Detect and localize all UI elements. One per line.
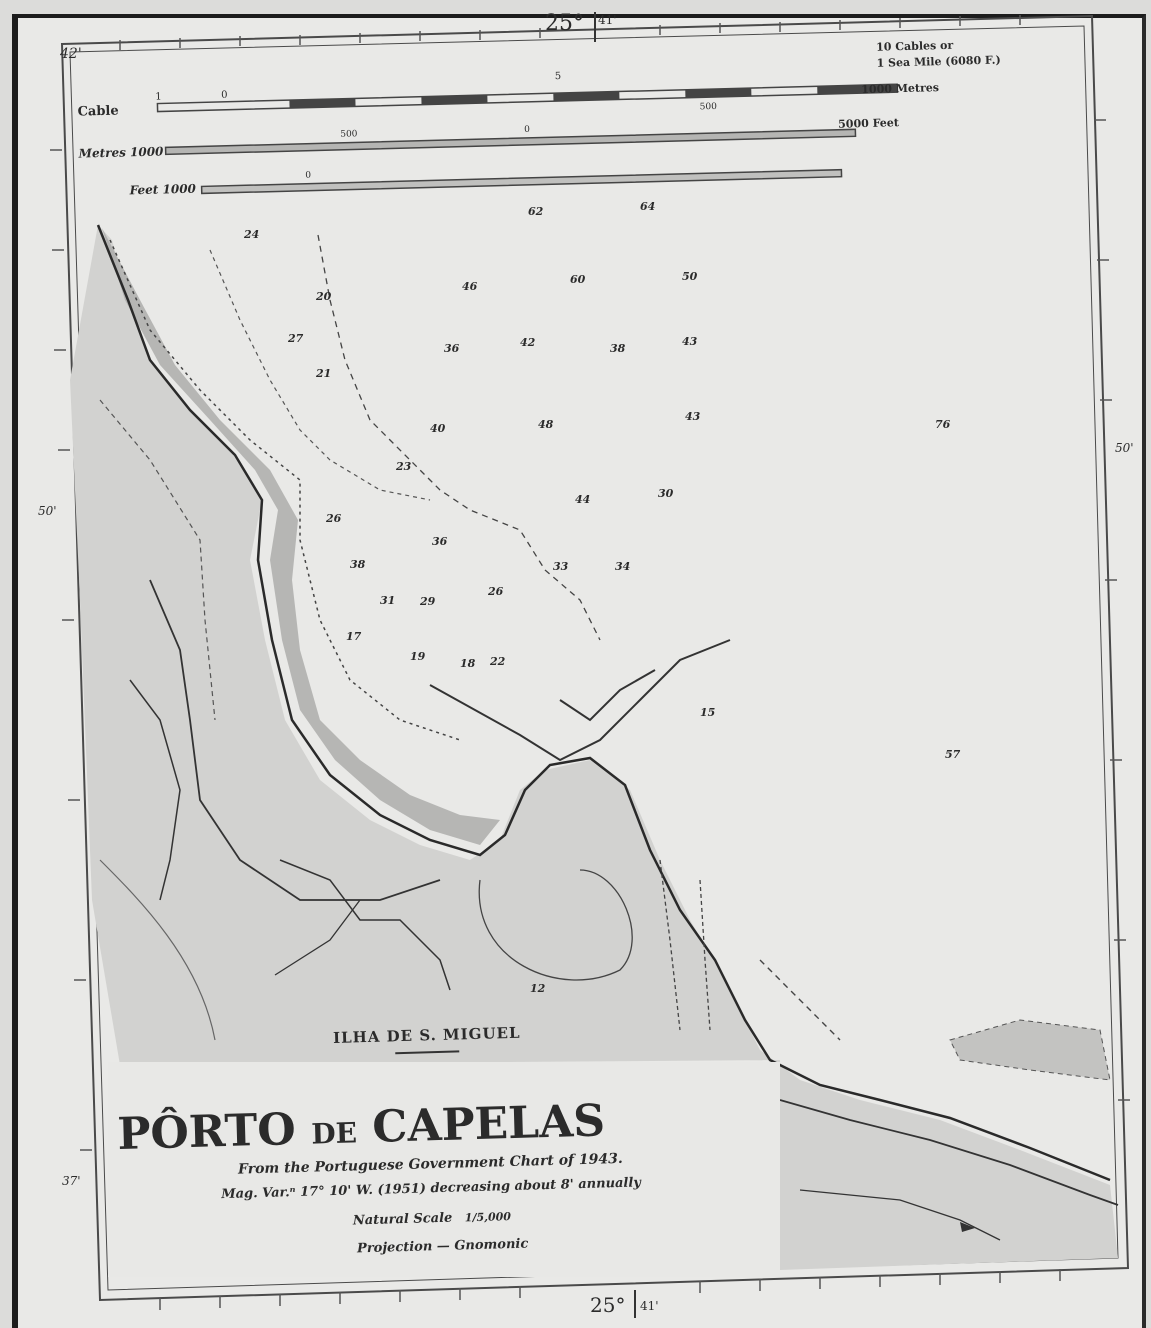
scale-bar: Cable 1 0 5 10 Cables or 1 Sea Mile (608… — [77, 39, 1000, 198]
sounding: 38 — [350, 558, 366, 571]
southern-shore — [759, 959, 1119, 1241]
feet-tick-0: 0 — [305, 171, 311, 181]
top-longitude: 25° — [545, 11, 584, 36]
harbour-title-main: PÔRTO DE CAPELAS — [117, 1093, 606, 1160]
right-mid-lat: 50' — [1115, 441, 1134, 455]
cable-tick-0: 0 — [221, 90, 228, 101]
cable-tick-1: 1 — [155, 91, 162, 102]
sounding: 33 — [553, 560, 569, 573]
sounding: 38 — [610, 342, 626, 355]
sounding: 22 — [489, 655, 506, 668]
sounding: 26 — [325, 512, 342, 525]
sounding: 40 — [430, 422, 446, 435]
top-minutes: 41' — [598, 13, 617, 27]
left-mid-lat: 50' — [38, 504, 57, 518]
scale-right-feet: 5000 Feet — [838, 116, 900, 131]
sounding: 30 — [658, 487, 674, 500]
natural-scale-label: Natural Scale — [352, 1211, 453, 1229]
sounding: 43 — [682, 335, 698, 348]
island-name: ILHA DE S. MIGUEL — [333, 1024, 521, 1047]
sounding: 17 — [346, 630, 362, 643]
sounding: 46 — [462, 280, 478, 293]
sounding: 48 — [538, 418, 554, 431]
scale-right-sea-mile: 1 Sea Mile (6080 F.) — [876, 53, 1000, 69]
title-panel — [108, 1062, 780, 1277]
sounding: 19 — [410, 650, 426, 663]
scale-feet-label: Feet 1000 — [128, 182, 196, 198]
sounding: 23 — [395, 460, 412, 473]
left-low-lat: 37' — [62, 1174, 81, 1188]
sounding: 43 — [685, 410, 701, 423]
sounding: 24 — [243, 228, 259, 241]
sounding: 21 — [315, 367, 331, 380]
bottom-longitude: 25° — [590, 1293, 625, 1317]
sounding: 29 — [419, 595, 436, 608]
border-ticks-top — [119, 15, 1021, 50]
sounding: 42 — [520, 336, 536, 349]
sounding: 36 — [444, 342, 460, 355]
sounding: 20 — [315, 290, 332, 303]
sounding: 31 — [380, 594, 395, 607]
sounding: 76 — [935, 418, 951, 431]
cable-tick-5: 5 — [555, 71, 562, 82]
sounding: 60 — [570, 273, 586, 286]
sounding: 64 — [640, 200, 655, 213]
border-ticks-bottom — [159, 1269, 1061, 1310]
bottom-minutes: 41' — [640, 1299, 659, 1313]
natural-scale: Natural Scale 1/5,000 — [352, 1209, 512, 1228]
scale-right-cables: 10 Cables or — [876, 39, 954, 54]
projection: Projection — Gnomonic — [356, 1237, 529, 1257]
metre-tick-0: 0 — [524, 125, 530, 135]
metre-tick-500a: 500 — [340, 129, 358, 139]
island-landmass — [70, 224, 1118, 1270]
sounding: 36 — [432, 535, 448, 548]
corner-lat-label: 42' — [59, 46, 82, 62]
sounding: 34 — [615, 560, 630, 573]
harbour-capelas: CAPELAS — [372, 1095, 606, 1152]
scale-right-metres: 1000 Metres — [861, 81, 939, 96]
sounding: 18 — [460, 657, 476, 670]
harbour-de: DE — [311, 1116, 358, 1150]
soundings: 62 64 46 60 50 36 42 38 43 40 48 43 44 7… — [243, 200, 961, 995]
sounding: 27 — [287, 332, 304, 345]
sounding: 50 — [682, 270, 698, 283]
sounding: 26 — [487, 585, 504, 598]
border-ticks-sides — [50, 119, 1130, 1151]
sounding: 15 — [700, 706, 715, 719]
sounding: 12 — [530, 982, 546, 995]
metre-tick-500b: 500 — [700, 102, 718, 112]
sounding: 44 — [575, 493, 590, 506]
scale-metres-label: Metres 1000 — [78, 144, 165, 160]
natural-scale-fraction: 1/5,000 — [465, 1210, 512, 1224]
scale-cable-label: Cable — [77, 104, 118, 120]
harbour-porto: PÔRTO — [117, 1102, 297, 1160]
sounding: 62 — [528, 205, 544, 218]
sounding: 57 — [945, 748, 961, 761]
